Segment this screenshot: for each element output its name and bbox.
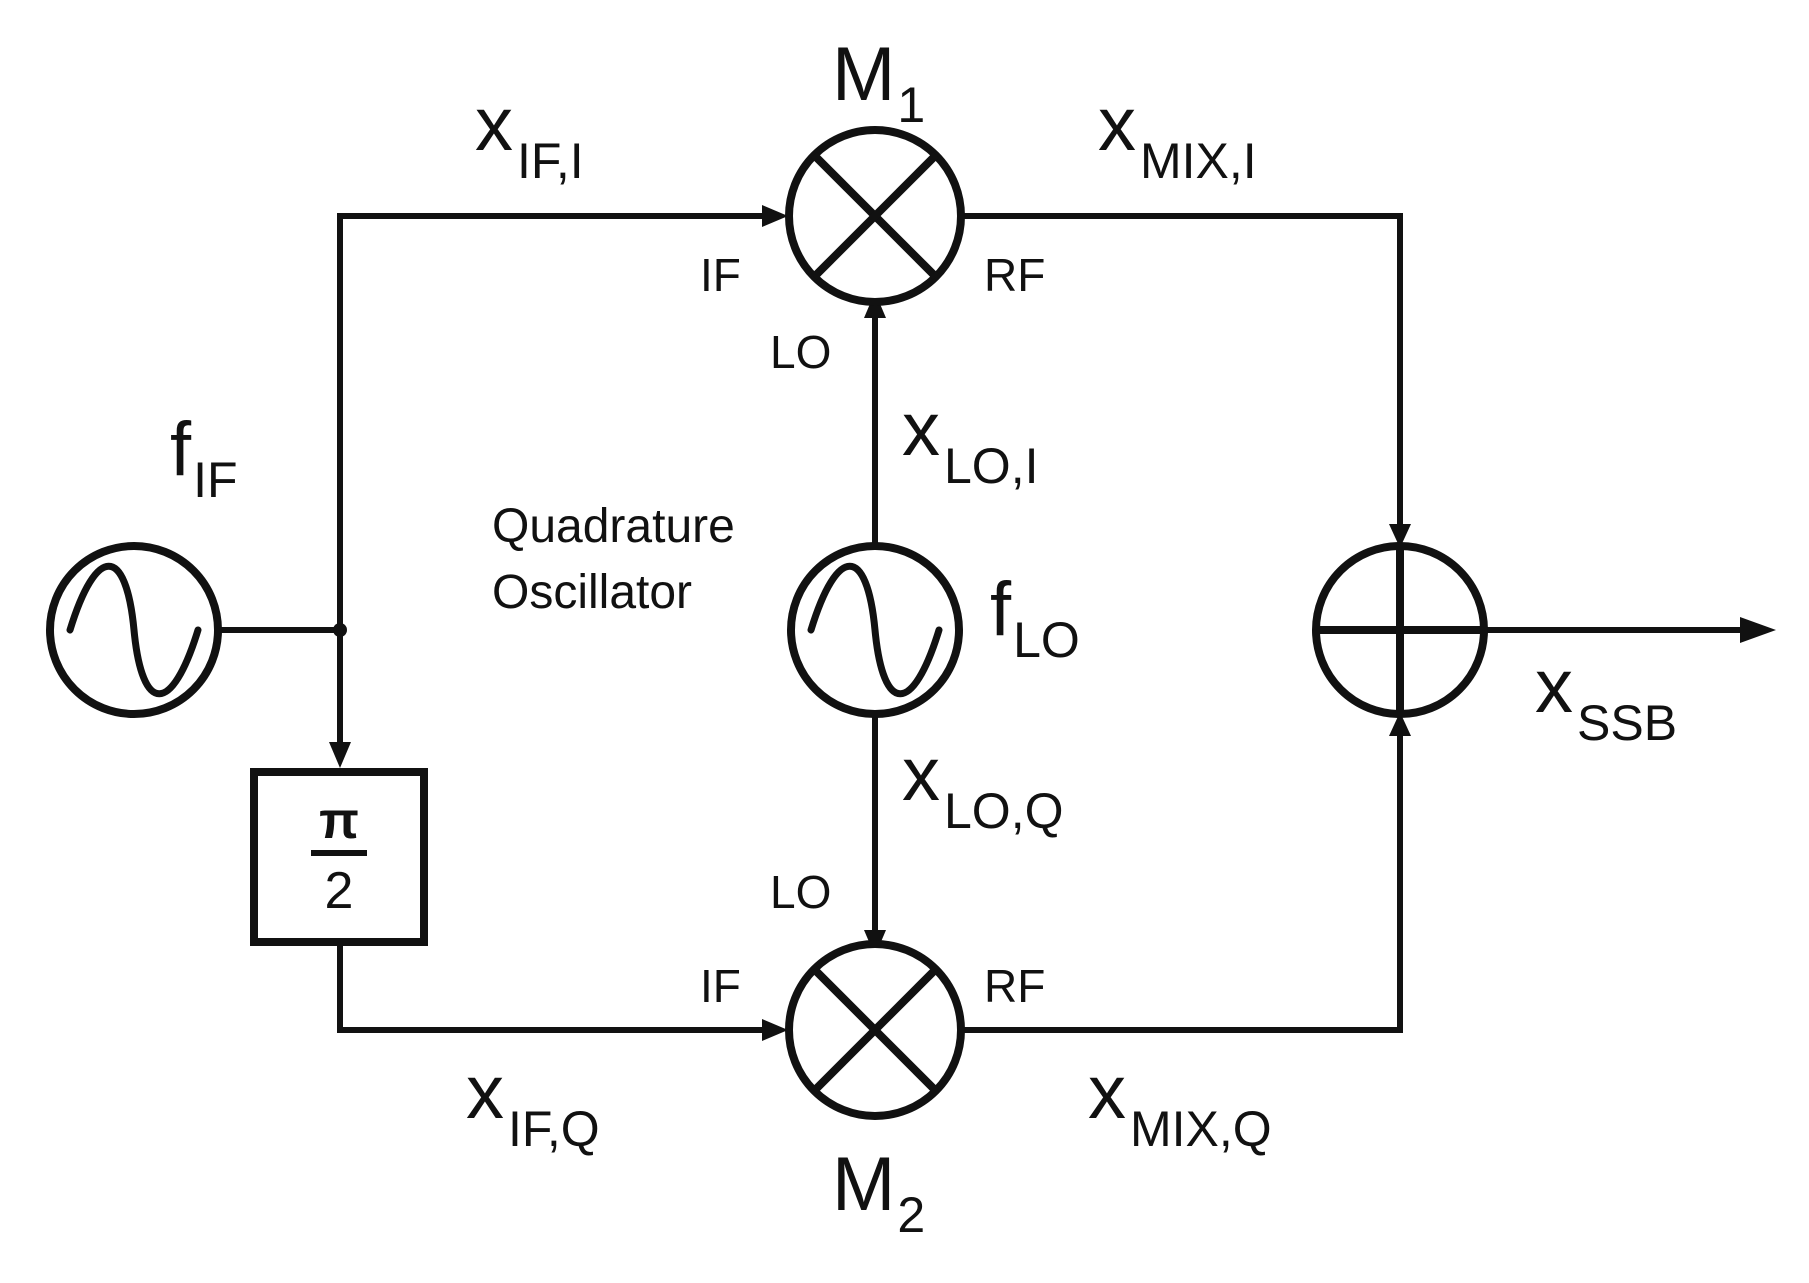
signal-if-i-label: xIF,I	[475, 82, 584, 189]
if-oscillator-label: fIF	[170, 407, 238, 508]
signal-lo-q-label: xLO,Q	[902, 732, 1063, 839]
junction-dot	[333, 623, 347, 637]
signal-mix-q-label: xMIX,Q	[1088, 1050, 1272, 1157]
arrow-mix-i	[1389, 524, 1411, 548]
mixer-m1	[785, 126, 965, 306]
arrow-if-q	[762, 1019, 788, 1041]
lo-oscillator	[787, 542, 963, 718]
quadrature-oscillator-line1: Quadrature	[492, 500, 735, 553]
circle-cross-icon	[811, 152, 939, 280]
m2-port-if: IF	[700, 960, 741, 1012]
m1-port-rf: RF	[984, 249, 1045, 301]
arrow-mix-q	[1389, 712, 1411, 736]
m1-port-if: IF	[700, 249, 741, 301]
mixer-m2	[785, 940, 965, 1120]
quadrature-oscillator-line2: Oscillator	[492, 566, 692, 619]
m2-port-lo: LO	[770, 866, 831, 918]
signal-if-q-label: xIF,Q	[466, 1050, 600, 1157]
summer	[1312, 542, 1488, 718]
m2-port-rf: RF	[984, 960, 1045, 1012]
lo-oscillator-label: fLO	[990, 567, 1080, 668]
phase-shifter: π 2	[250, 768, 428, 946]
arrow-to-shifter	[329, 742, 351, 768]
phase-numerator: π	[319, 792, 359, 850]
if-oscillator	[46, 542, 222, 718]
signal-lo-i-label: xLO,I	[902, 387, 1038, 494]
signal-ssb-label: xSSB	[1535, 644, 1677, 751]
phase-denominator: 2	[325, 862, 354, 920]
sine-wave-icon	[66, 563, 202, 697]
mixer-m2-label: M2	[832, 1142, 925, 1243]
sine-wave-icon	[807, 563, 943, 697]
m1-port-lo: LO	[770, 326, 831, 378]
arrow-if-i	[762, 205, 788, 227]
arrow-ssb-out	[1740, 617, 1776, 643]
circle-cross-icon	[811, 966, 939, 1094]
signal-mix-i-label: xMIX,I	[1098, 82, 1257, 189]
mixer-m1-label: M1	[832, 32, 925, 133]
circle-plus-icon	[1316, 546, 1484, 714]
